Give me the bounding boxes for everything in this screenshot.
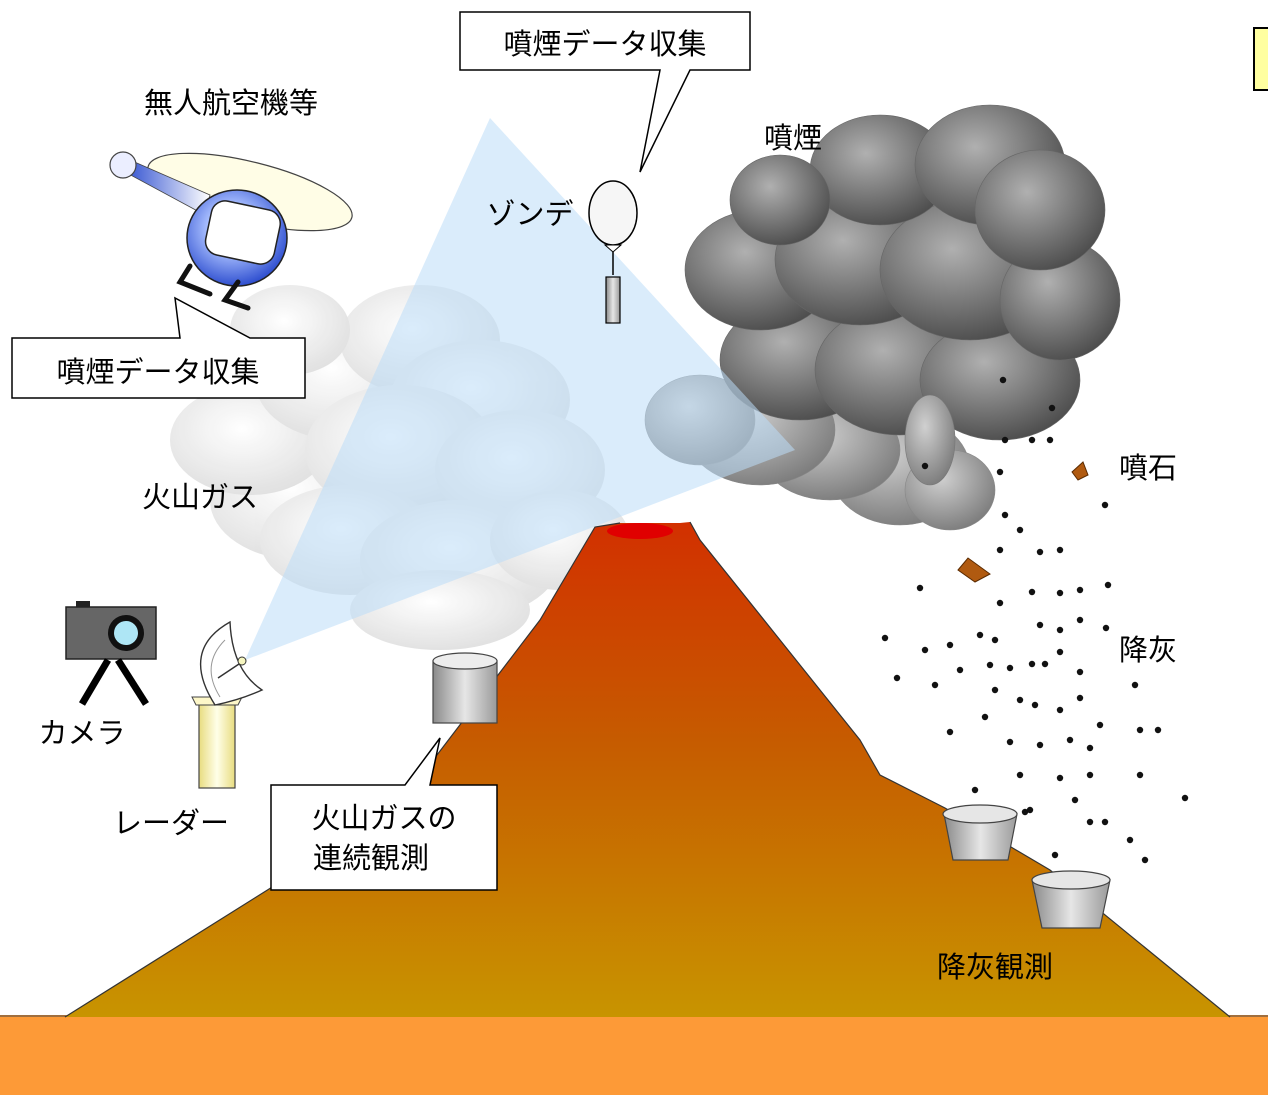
ash-particle <box>996 468 1004 476</box>
ash-particle <box>1056 774 1064 782</box>
ash-particle <box>1056 546 1064 554</box>
ash-particle <box>1102 624 1110 632</box>
ash-particle <box>996 546 1004 554</box>
ash-particle <box>946 641 954 649</box>
ash-particle <box>971 786 979 794</box>
ash-particle <box>1101 818 1109 826</box>
ash-particle <box>1056 589 1064 597</box>
bombs-label: 噴石 <box>1119 451 1177 485</box>
ash-particle <box>1006 738 1014 746</box>
ash-particle <box>1016 526 1024 534</box>
uav-label: 無人航空機等 <box>144 86 318 120</box>
gas-obs-line1: 火山ガスの <box>311 801 456 835</box>
volcano-mountain <box>65 522 1230 1017</box>
volcanic-bomb <box>1071 461 1089 481</box>
ash-particle <box>1046 436 1054 444</box>
ash-particle <box>1076 586 1084 594</box>
ash-particle <box>1016 771 1024 779</box>
gas-obs-callout: 火山ガスの 連続観測 <box>270 737 498 891</box>
ash-particle <box>1076 616 1084 624</box>
ash-particle <box>921 462 929 470</box>
ash-particle <box>1021 808 1029 816</box>
ash-particle <box>1056 706 1064 714</box>
ash-particle <box>1126 836 1134 844</box>
radar-dish-icon <box>191 620 264 789</box>
sonde-callout-label: 噴煙データ収集 <box>503 27 706 61</box>
radar-beam <box>245 118 795 660</box>
ash-particle <box>1026 806 1034 814</box>
ash-particle <box>916 584 924 592</box>
legend-box <box>1253 27 1268 91</box>
ash-particle <box>1041 660 1049 668</box>
ash-particle <box>1086 744 1094 752</box>
ash-particle <box>1001 436 1009 444</box>
ash-particle <box>1141 856 1149 864</box>
ash-particle <box>1181 794 1189 802</box>
ash-particle <box>1131 681 1139 689</box>
ash-particle <box>1136 726 1144 734</box>
ash-particle <box>1101 501 1109 509</box>
ash-particle <box>1071 796 1079 804</box>
ash-particle <box>996 599 1004 607</box>
ash-particle <box>1028 436 1036 444</box>
camera-label: カメラ <box>38 716 125 750</box>
ash-particle <box>1154 726 1162 734</box>
ash-obs-label: 降灰観測 <box>937 950 1053 984</box>
gas-sensor-icon <box>432 652 498 724</box>
ash-particle <box>981 713 989 721</box>
ash-particle <box>999 376 1007 384</box>
ash-particle <box>1028 588 1036 596</box>
ash-particle <box>1086 818 1094 826</box>
ash-particle <box>986 661 994 669</box>
ash-particle <box>1076 694 1084 702</box>
ash-particle <box>991 636 999 644</box>
gas-label: 火山ガス <box>142 480 258 514</box>
sonde-callout: 噴煙データ収集 <box>459 11 751 173</box>
ash-particle <box>1001 511 1009 519</box>
uav-callout: 噴煙データ収集 <box>11 296 306 399</box>
ash-particle <box>881 634 889 642</box>
ash-particle <box>1016 696 1024 704</box>
balloon-sonde-icon <box>588 180 638 324</box>
ash-particle <box>1028 660 1036 668</box>
ground <box>0 1015 1268 1095</box>
ash-particle <box>893 674 901 682</box>
ash-particle <box>1056 648 1064 656</box>
helicopter-icon <box>109 151 353 311</box>
ash-particle <box>1076 668 1084 676</box>
ash-particle <box>1096 721 1104 729</box>
ash-particle <box>1048 404 1056 412</box>
volcanic-bomb <box>957 557 991 583</box>
ash-particle <box>1066 736 1074 744</box>
crater <box>607 523 673 539</box>
ash-particle <box>976 631 984 639</box>
ash-particles <box>881 376 1189 864</box>
ash-particle <box>946 728 954 736</box>
camera-icon <box>65 601 157 706</box>
ash-particle <box>1104 581 1112 589</box>
ash-particle <box>1036 741 1044 749</box>
ash-particle <box>1036 621 1044 629</box>
ash-particle <box>1006 664 1014 672</box>
gas-obs-line2: 連続観測 <box>313 841 429 875</box>
ash-particle <box>1136 771 1144 779</box>
ash-particle <box>1031 701 1039 709</box>
ash-particle <box>1056 626 1064 634</box>
ash-collector-icon <box>942 804 1018 861</box>
ash-particle <box>921 646 929 654</box>
ash-particle <box>931 681 939 689</box>
sonde-label: ゾンデ <box>486 197 573 231</box>
plume-label: 噴煙 <box>764 121 822 155</box>
radar-label: レーダー <box>113 806 229 840</box>
ash-particle <box>1036 548 1044 556</box>
ash-collector-icon <box>1031 870 1111 929</box>
ashfall-label: 降灰 <box>1119 633 1177 667</box>
ash-particle <box>991 686 999 694</box>
uav-callout-label: 噴煙データ収集 <box>56 355 259 389</box>
ash-particle <box>956 666 964 674</box>
ash-particle <box>1051 851 1059 859</box>
ash-particle <box>1086 771 1094 779</box>
